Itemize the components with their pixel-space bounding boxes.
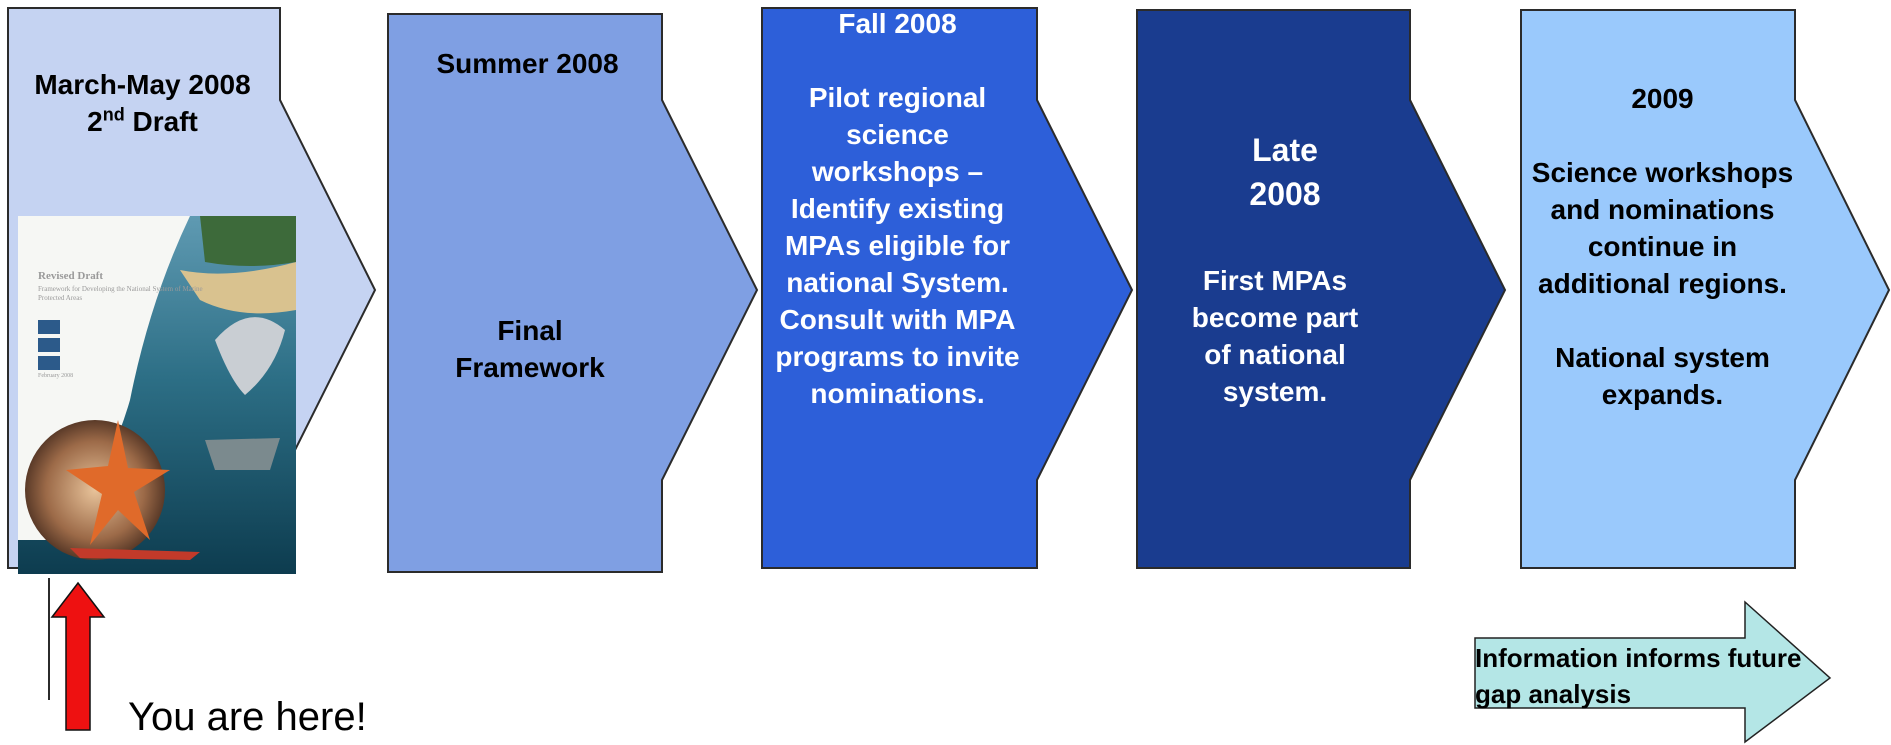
- step-5-label: 2009 Science workshops and nominations c…: [1530, 80, 1795, 413]
- step-4-body: First MPAs become part of national syste…: [1191, 265, 1359, 407]
- document-cover-text: Revised Draft Framework for Developing t…: [38, 270, 208, 379]
- step-3-body: Pilot regional science workshops – Ident…: [775, 82, 1020, 409]
- step-5-body-2: National system expands.: [1555, 342, 1770, 410]
- cover-heading: Revised Draft: [38, 270, 104, 282]
- step-arrow-2: [387, 13, 759, 573]
- cover-subheading: Framework for Developing the National Sy…: [38, 285, 203, 302]
- step-arrow-3: [761, 7, 1134, 569]
- step-3-title: Fall 2008: [838, 8, 957, 39]
- step-1-title: March-May 2008: [34, 69, 251, 100]
- info-arrow-text: Information informs future gap analysis: [1475, 643, 1802, 709]
- step-5-body-1: Science workshops and nominations contin…: [1531, 157, 1794, 299]
- step-1-subtitle: 2nd Draft: [87, 104, 198, 137]
- step-4-title: Late 2008: [1249, 132, 1321, 212]
- you-are-here-text: You are here!: [128, 695, 367, 739]
- step-2-title: Summer 2008: [436, 48, 619, 79]
- step-arrow-5: [1520, 9, 1891, 569]
- info-arrow: [1474, 600, 1832, 744]
- step-5-title: 2009: [1631, 83, 1694, 114]
- step-3-label: Fall 2008 Pilot regional science worksho…: [775, 5, 1020, 412]
- step-1-label: March-May 2008 2nd Draft: [25, 66, 260, 140]
- you-are-here-arrow: [50, 581, 106, 731]
- step-2-body: Final Framework: [455, 315, 605, 383]
- document-cover-image: [18, 216, 296, 574]
- cover-date: February 2008: [38, 373, 74, 379]
- step-arrow-4: [1136, 9, 1507, 569]
